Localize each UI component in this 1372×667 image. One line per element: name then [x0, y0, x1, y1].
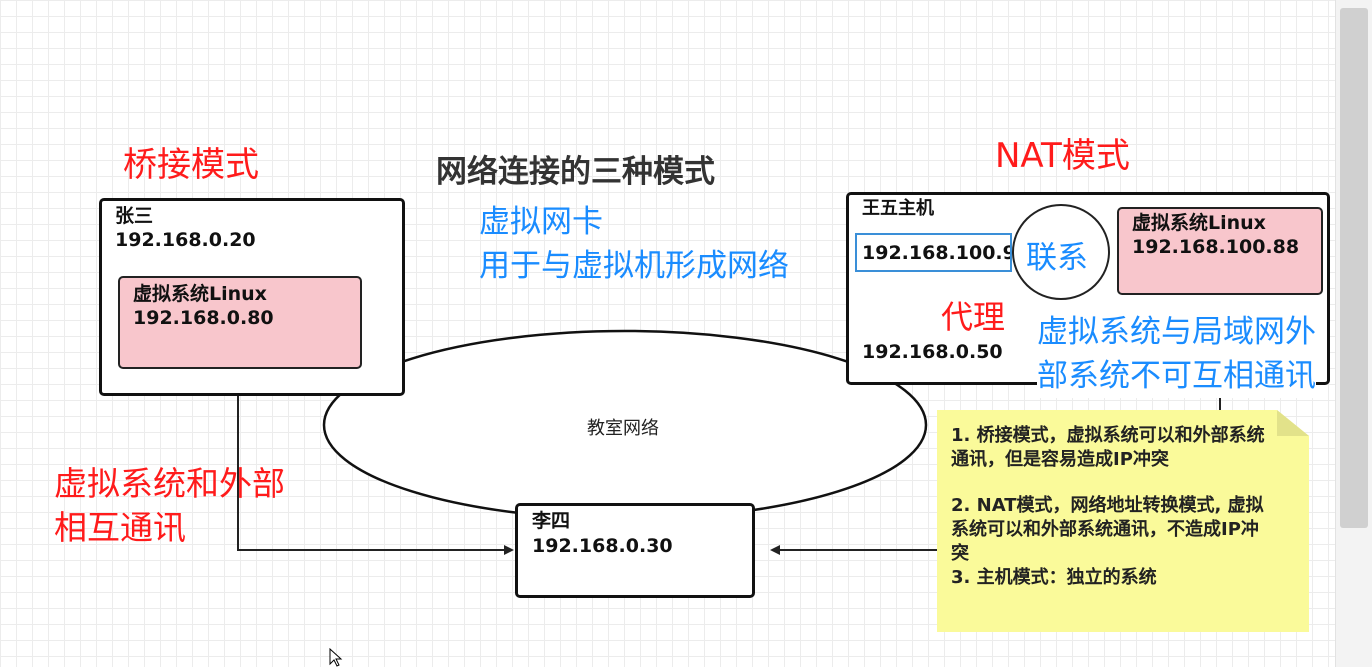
note-item-3: 3. 主机模式：独立的系统 — [951, 567, 1157, 588]
virtual-nic-ip-box: 192.168.100.99 — [855, 233, 1012, 272]
nat-note-line-2: 部系统不可互相通讯 — [1037, 354, 1316, 398]
nat-vm-ip: 192.168.100.88 — [1132, 236, 1300, 258]
bridge-mode-heading: 桥接模式 — [123, 145, 259, 185]
nat-note: 虚拟系统与局域网外 部系统不可互相通讯 — [1037, 310, 1316, 398]
virtual-nic-ip: 192.168.100.99 — [862, 242, 1010, 264]
virtual-nic-line-1: 虚拟网卡 — [479, 204, 603, 240]
scrollbar-thumb[interactable] — [1340, 8, 1368, 528]
wangwu-name: 王五主机 — [862, 198, 934, 219]
note-item-2-line-3: 突 — [951, 543, 969, 564]
note-item-2-line-2: 系统可以和外部系统通讯，不造成IP冲 — [951, 519, 1259, 540]
nat-vm-box: 虚拟系统Linux 192.168.100.88 — [1117, 207, 1323, 295]
zhangsan-host-box: 张三 192.168.0.20 虚拟系统Linux 192.168.0.80 — [99, 198, 405, 396]
nat-note-line-1: 虚拟系统与局域网外 — [1037, 310, 1316, 354]
link-label: 联系 — [1026, 240, 1088, 276]
nat-vm-name: 虚拟系统Linux — [1132, 212, 1266, 234]
bridge-note-line-2: 相互通讯 — [54, 508, 186, 547]
bridge-vm-ip: 192.168.0.80 — [133, 307, 274, 329]
bridge-note: 虚拟系统和外部 相互通讯 — [54, 462, 285, 550]
proxy-label: 代理 — [941, 298, 1006, 336]
nat-mode-heading: NAT模式 — [995, 136, 1130, 176]
lisi-host-box: 李四 192.168.0.30 — [515, 503, 755, 598]
bridge-arrow — [233, 370, 514, 555]
sticky-note: 1. 桥接模式，虚拟系统可以和外部系统 通讯，但是容易造成IP冲突 2. NAT… — [937, 410, 1309, 632]
wangwu-ip: 192.168.0.50 — [862, 341, 1003, 363]
vertical-scrollbar[interactable] — [1335, 0, 1372, 667]
note-item-2-line-1: 2. NAT模式，网络地址转换模式, 虚拟 — [951, 495, 1264, 516]
bridge-vm-box: 虚拟系统Linux 192.168.0.80 — [118, 276, 362, 369]
link-circle: 联系 — [1012, 204, 1110, 300]
virtual-nic-line-2: 用于与虚拟机形成网络 — [479, 248, 789, 284]
note-item-1-line-2: 通讯，但是容易造成IP冲突 — [951, 449, 1169, 470]
lisi-ip: 192.168.0.30 — [532, 535, 673, 557]
bridge-note-line-1: 虚拟系统和外部 — [54, 464, 285, 503]
bridge-vm-name: 虚拟系统Linux — [133, 283, 267, 305]
virtual-nic-note: 虚拟网卡 用于与虚拟机形成网络 — [479, 200, 789, 288]
classroom-network-label: 教室网络 — [587, 418, 659, 439]
note-item-1-line-1: 1. 桥接模式，虚拟系统可以和外部系统 — [951, 425, 1265, 446]
lisi-name: 李四 — [532, 510, 571, 532]
mouse-cursor-icon — [329, 648, 343, 667]
diagram-title: 网络连接的三种模式 — [436, 154, 715, 190]
zhangsan-ip: 192.168.0.20 — [115, 229, 256, 251]
zhangsan-name: 张三 — [115, 205, 154, 227]
